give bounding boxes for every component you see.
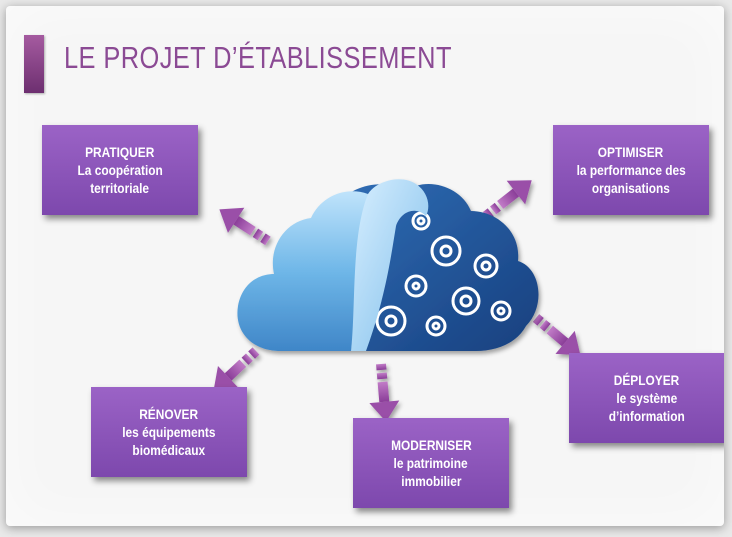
box-optimiser-text-1: la performance des xyxy=(576,162,686,178)
box-pratiquer-text-2: territoriale xyxy=(90,180,150,196)
cloud-icon xyxy=(237,179,539,351)
page-title: LE PROJET D’ÉTABLISSEMENT xyxy=(64,40,452,75)
arrow-deployer-icon xyxy=(532,314,581,356)
arrow-moderniser-icon xyxy=(369,363,400,422)
box-renover-text-1: les équipements xyxy=(122,424,216,440)
box-moderniser-text-1: le patrimoine xyxy=(393,455,469,471)
box-renover-heading: RÉNOVER xyxy=(139,406,199,422)
title-accent-bar xyxy=(24,35,44,93)
box-deployer-heading: DÉPLOYER xyxy=(614,372,680,388)
box-renover-text-2: biomédicaux xyxy=(132,442,206,458)
arrow-pratiquer-icon xyxy=(219,207,271,246)
box-pratiquer-heading: PRATIQUER xyxy=(85,144,155,160)
box-moderniser-text-2: immobilier xyxy=(400,473,462,489)
diagram-canvas xyxy=(213,179,581,422)
arrow-optimiser-icon xyxy=(482,180,532,220)
arrow-renover-icon xyxy=(213,347,260,391)
slide: LE PROJET D’ÉTABLISSEMENT xyxy=(6,6,724,526)
box-moderniser-heading: MODERNISER xyxy=(390,437,472,453)
box-optimiser-heading: OPTIMISER xyxy=(598,144,664,160)
box-deployer-text-2: d’information xyxy=(608,408,686,424)
box-pratiquer-text-1: La coopération xyxy=(77,162,163,178)
box-pratiquer: PRATIQUER La coopération territoriale xyxy=(42,125,198,215)
box-moderniser: MODERNISER le patrimoine immobilier xyxy=(353,418,509,508)
box-deployer: DÉPLOYER le système d’information xyxy=(569,353,724,443)
box-deployer-text-1: le système xyxy=(616,390,678,406)
box-optimiser-text-2: organisations xyxy=(591,180,671,196)
box-optimiser: OPTIMISER la performance des organisatio… xyxy=(553,125,709,215)
gears-icon xyxy=(355,211,512,337)
box-renover: RÉNOVER les équipements biomédicaux xyxy=(91,387,247,477)
